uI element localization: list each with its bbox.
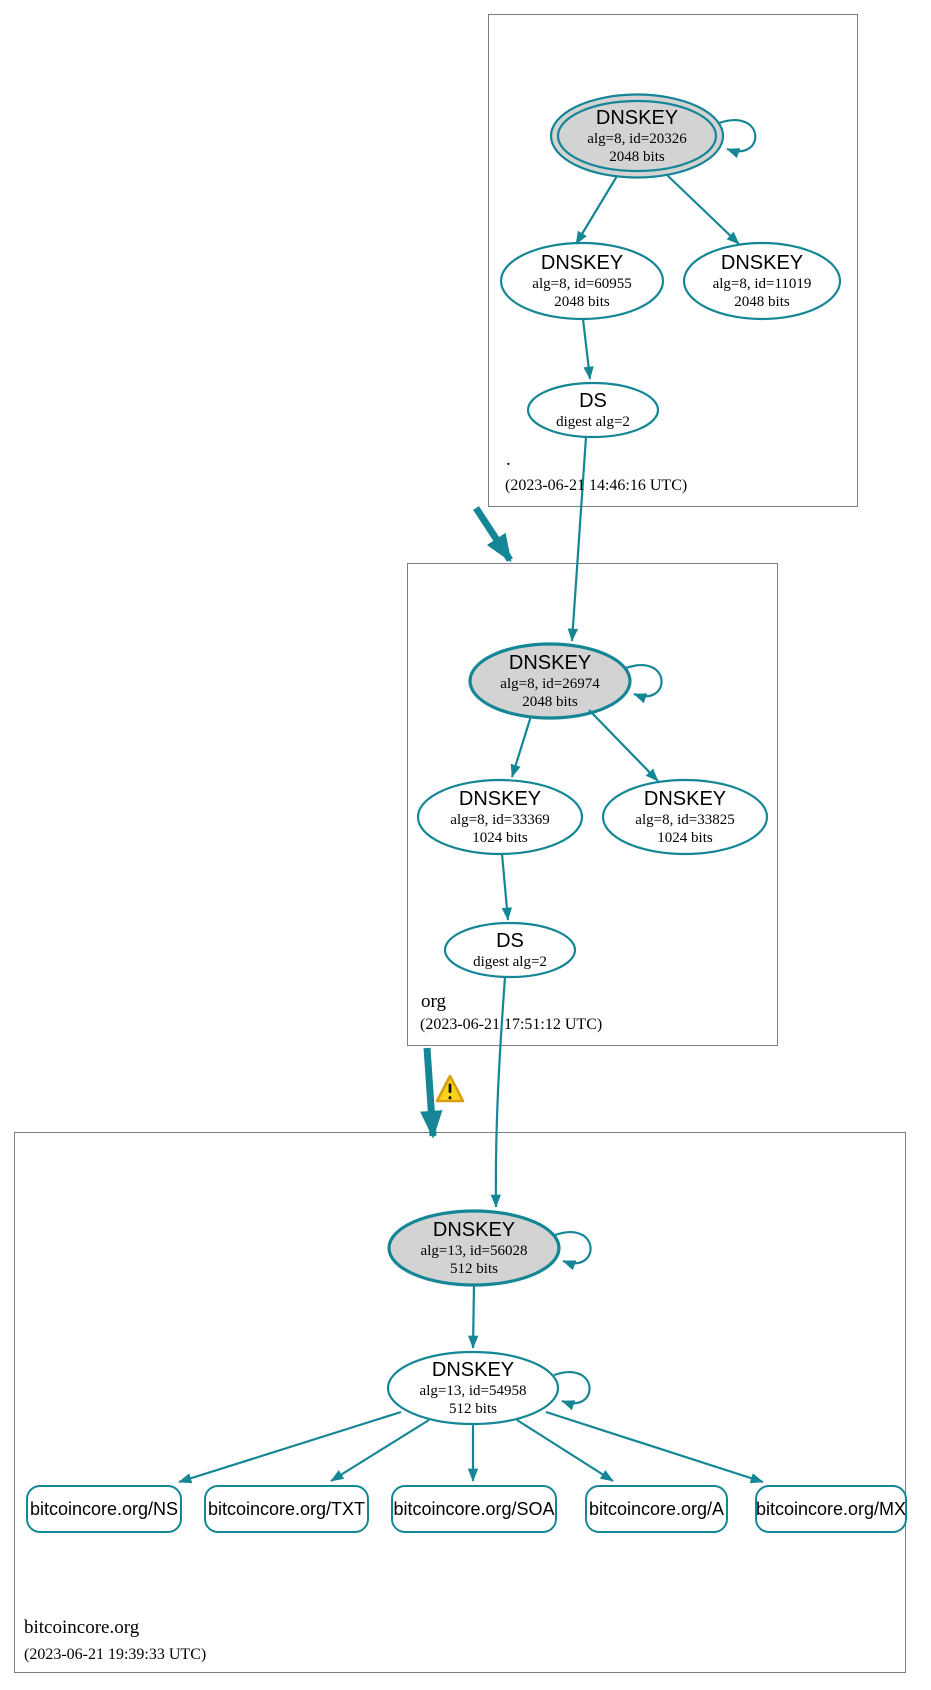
edge-root-ds-to-org-ksk [567,436,588,642]
edge-root-zsk-to-ds [581,318,594,380]
root-zsk-11019-node[interactable] [682,241,842,321]
edge-root-ksk-to-zsk-60955 [575,175,618,245]
edge-zsk-to-rrset-txt [330,1419,430,1482]
edge-root-ksk-selfloop [718,119,757,159]
zone-timestamp-org: (2023-06-21 17:51:12 UTC) [420,1016,603,1033]
rrset-node-mx[interactable]: bitcoincore.org/MX [755,1485,907,1533]
warning-icon[interactable] [435,1074,465,1103]
root-zsk-60955-node[interactable] [499,241,665,321]
edge-root-ksk-to-zsk-11019 [666,174,740,245]
rrset-node-ns[interactable]: bitcoincore.org/NS [26,1485,182,1533]
bitcoincore-ksk-node[interactable] [387,1209,561,1287]
edge-org-ksk-selfloop [625,664,663,704]
edge-zsk-to-rrset-mx [545,1410,764,1484]
zone-name-root: . [506,449,511,470]
rrset-label: bitcoincore.org/TXT [207,1498,366,1519]
zone-box-root [488,14,858,507]
org-zsk-33825-node[interactable] [601,778,769,856]
zone-timestamp-bitcoincore: (2023-06-21 19:39:33 UTC) [24,1646,207,1663]
rrset-label: bitcoincore.org/SOA [393,1498,555,1519]
rrset-node-soa[interactable]: bitcoincore.org/SOA [391,1485,557,1533]
edge-bitcoincore-ksk-selfloop [554,1231,592,1271]
root-ksk-inner-ring [556,99,718,173]
org-zsk-33369-node[interactable] [416,778,584,856]
zone-box-bitcoincore [14,1132,906,1673]
edge-org-ksk-to-zsk-33825 [588,709,659,782]
edge-bitcoincore-ksk-to-zsk [467,1284,479,1349]
org-ksk-node[interactable] [468,642,632,720]
rrset-label: bitcoincore.org/NS [29,1498,179,1519]
rrset-label: bitcoincore.org/MX [755,1498,907,1519]
zone-box-org [407,563,778,1046]
edge-bitcoincore-zsk-selfloop [553,1371,591,1411]
bitcoincore-zsk-node[interactable] [386,1350,560,1426]
zone-name-org: org [421,991,446,1012]
rrset-node-a[interactable]: bitcoincore.org/A [585,1485,728,1533]
delegation-org-to-bitcoincore-arrow [420,1047,443,1139]
root-ksk-node[interactable] [549,93,725,179]
edge-org-ksk-to-zsk-33369 [510,715,533,778]
zone-name-bitcoincore: bitcoincore.org [24,1617,140,1638]
edge-zsk-to-rrset-ns [178,1410,402,1484]
org-ds-node[interactable] [443,921,577,979]
edge-org-ds-to-bitcoincore-ksk [490,976,507,1208]
delegation-root-to-org-arrow [473,506,513,563]
edge-org-zsk-to-ds [500,853,513,921]
edge-zsk-to-rrset-a [516,1419,614,1482]
root-ds-node[interactable] [526,381,660,439]
rrset-node-txt[interactable]: bitcoincore.org/TXT [204,1485,369,1533]
rrset-label: bitcoincore.org/A [588,1498,725,1519]
zone-timestamp-root: (2023-06-21 14:46:16 UTC) [505,477,688,494]
